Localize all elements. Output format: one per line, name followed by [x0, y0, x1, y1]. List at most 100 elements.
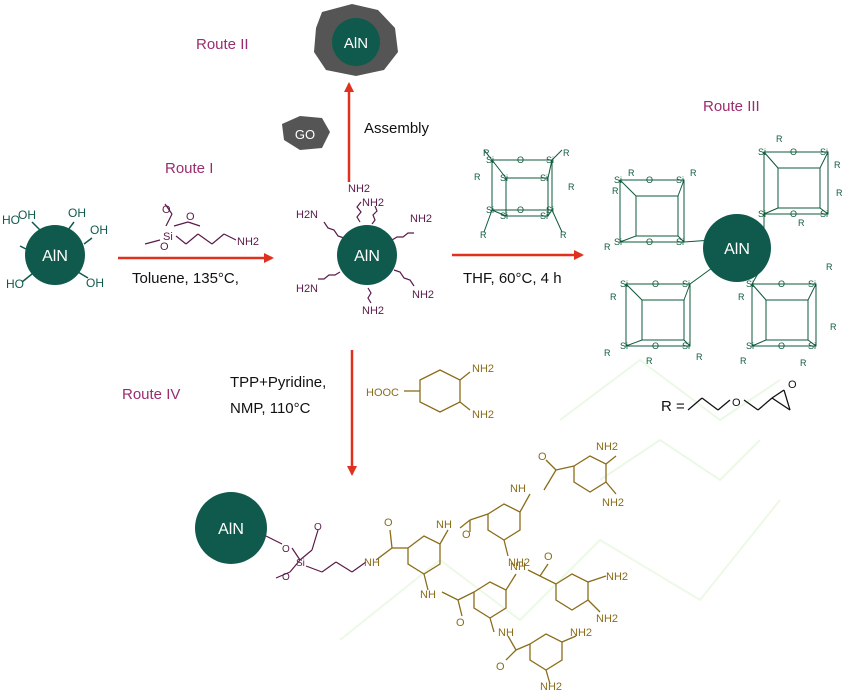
aptms-nh2: NH2: [237, 236, 259, 248]
svg-text:R: R: [604, 242, 611, 252]
svg-text:R: R: [800, 358, 807, 368]
svg-text:Si: Si: [486, 155, 494, 165]
svg-text:NH: NH: [510, 483, 526, 495]
svg-text:R: R: [612, 186, 619, 196]
svg-text:R: R: [836, 188, 843, 198]
svg-text:NH2: NH2: [606, 571, 628, 583]
svg-text:NH: NH: [436, 519, 452, 531]
svg-text:NH2: NH2: [362, 305, 384, 317]
svg-text:NH2: NH2: [602, 497, 624, 509]
svg-text:Si: Si: [820, 209, 828, 219]
svg-text:Si: Si: [758, 209, 766, 219]
svg-text:Si: Si: [500, 211, 508, 221]
svg-text:OH: OH: [86, 276, 104, 290]
svg-text:R: R: [798, 218, 805, 228]
svg-text:R: R: [480, 230, 487, 240]
aln-aminated: AlN NH2 NH2 H2N NH2 H2N NH2 NH2: [296, 183, 434, 317]
svg-text:O: O: [282, 572, 290, 583]
aln-particle-go-coated: [332, 18, 380, 66]
svg-text:O: O: [652, 279, 659, 289]
aptms-structure: [144, 203, 237, 245]
route-i-label: Route I: [165, 160, 214, 177]
svg-text:R: R: [563, 148, 570, 158]
svg-text:R: R: [610, 292, 617, 302]
aln-dendrimer-product: AlN O O Si O: [195, 441, 628, 692]
svg-text:Si: Si: [746, 341, 754, 351]
svg-text:Si: Si: [808, 279, 816, 289]
svg-text:O: O: [790, 147, 797, 157]
svg-text:NH2: NH2: [570, 627, 592, 639]
poss-cage-reagent: R R Si Si O Si Si O Si Si Si Si R R R R: [474, 148, 575, 240]
route-iii-conditions: THF, 60°C, 4 h: [463, 270, 562, 287]
svg-text:Si: Si: [676, 175, 684, 185]
go-label: GO: [295, 127, 315, 142]
svg-text:O: O: [652, 341, 659, 351]
assembly-label: Assembly: [364, 120, 430, 137]
svg-text:Si: Si: [682, 341, 690, 351]
svg-text:Si: Si: [500, 173, 508, 183]
svg-text:Si: Si: [808, 341, 816, 351]
route-iv-label: Route IV: [122, 386, 181, 403]
svg-text:AlN: AlN: [218, 521, 244, 538]
svg-text:O: O: [462, 529, 471, 541]
svg-text:R: R: [696, 352, 703, 362]
svg-text:NH2: NH2: [472, 363, 494, 375]
watermark: [339, 358, 781, 641]
svg-text:O: O: [646, 237, 653, 247]
svg-text:HO: HO: [2, 213, 20, 227]
svg-text:OH: OH: [90, 223, 108, 237]
r-group-o2: O: [788, 379, 797, 391]
svg-text:O: O: [384, 517, 393, 529]
svg-text:OH: OH: [18, 208, 36, 222]
diaminobenzoic-acid: HOOC NH2 NH2: [366, 363, 494, 421]
r-group-o1: O: [732, 397, 741, 409]
svg-text:Si: Si: [540, 211, 548, 221]
svg-text:Si: Si: [546, 155, 554, 165]
aln-label-go: AlN: [344, 35, 368, 52]
svg-text:AlN: AlN: [724, 241, 750, 258]
svg-text:Si: Si: [546, 205, 554, 215]
svg-text:HOOC: HOOC: [366, 387, 399, 399]
svg-text:O: O: [282, 544, 290, 555]
svg-text:R: R: [776, 134, 783, 144]
svg-text:NH2: NH2: [348, 183, 370, 195]
aptms-si: Si: [163, 231, 173, 243]
svg-text:NH2: NH2: [596, 441, 618, 453]
svg-text:Si: Si: [614, 237, 622, 247]
svg-text:NH2: NH2: [412, 289, 434, 301]
svg-text:R: R: [826, 262, 833, 272]
svg-text:NH: NH: [364, 557, 380, 569]
svg-text:R: R: [738, 292, 745, 302]
aptms-o1: O: [162, 204, 171, 216]
svg-text:R: R: [483, 148, 490, 158]
svg-text:Si: Si: [746, 279, 754, 289]
svg-text:OH: OH: [68, 206, 86, 220]
svg-text:Si: Si: [620, 279, 628, 289]
svg-text:Si: Si: [296, 558, 305, 569]
svg-text:NH: NH: [420, 589, 436, 601]
svg-text:Si: Si: [676, 237, 684, 247]
route-iii-label: Route III: [703, 98, 760, 115]
go-flake: [282, 116, 330, 150]
svg-text:O: O: [456, 617, 465, 629]
svg-text:AlN: AlN: [354, 248, 380, 265]
svg-text:R: R: [740, 356, 747, 366]
svg-text:O: O: [517, 205, 524, 215]
r-group-structure: [687, 389, 791, 411]
svg-text:Si: Si: [820, 147, 828, 157]
svg-text:NH2: NH2: [410, 213, 432, 225]
aptms-o3: O: [160, 241, 169, 253]
svg-text:NH: NH: [498, 627, 514, 639]
svg-text:O: O: [646, 175, 653, 185]
svg-text:Si: Si: [614, 175, 622, 185]
svg-text:Si: Si: [620, 341, 628, 351]
svg-text:H2N: H2N: [296, 283, 318, 295]
svg-text:O: O: [496, 661, 505, 673]
svg-text:O: O: [544, 551, 553, 563]
aln-hydroxylated: AlN OH OH HO OH HO OH: [2, 206, 108, 291]
r-definition-label: R =: [661, 398, 685, 415]
route-iv-conditions-line1: TPP+Pyridine,: [230, 374, 327, 391]
svg-text:O: O: [517, 155, 524, 165]
route-iv-conditions-line2: NMP, 110°C: [230, 400, 311, 417]
